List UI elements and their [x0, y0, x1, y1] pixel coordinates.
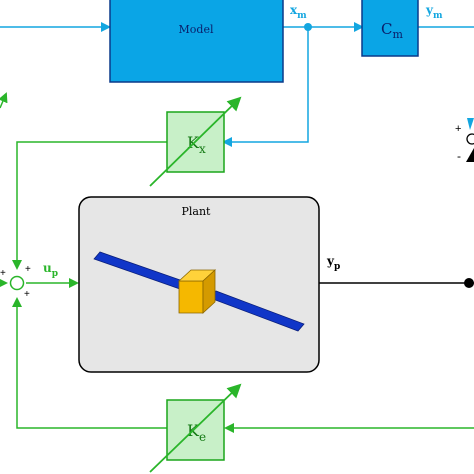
- sum-sign-top: +: [25, 264, 31, 275]
- ke-adaptive-arrow: [149, 383, 242, 473]
- cm-label-subscript: m: [392, 28, 403, 41]
- model-block: Model: [109, 0, 284, 83]
- svg-text:up: up: [43, 261, 58, 279]
- summing-junction: + + +: [0, 264, 31, 300]
- kx-output-line: [12, 141, 167, 270]
- yp-label: y: [326, 254, 335, 268]
- svg-text:Cm: Cm: [381, 20, 403, 41]
- svg-text:yp: yp: [326, 254, 340, 272]
- up-label-subscript: p: [52, 269, 58, 279]
- ym-label-subscript: m: [433, 11, 443, 21]
- xm-label: x: [290, 3, 298, 17]
- ke-label-subscript: e: [199, 430, 206, 444]
- xm-feedback-line: [222, 27, 309, 147]
- ke-output-line: [12, 297, 167, 429]
- yp-branch-node: [464, 278, 474, 288]
- right-sum-sign-plus: +: [455, 123, 461, 135]
- model-label: Model: [179, 23, 214, 36]
- plant-label: Plant: [182, 205, 212, 218]
- partial-green-arrow: [0, 92, 8, 109]
- cm-label: C: [381, 20, 392, 38]
- plant-block: Plant: [78, 196, 320, 373]
- xm-label-subscript: m: [297, 11, 307, 21]
- up-label: u: [43, 261, 52, 275]
- right-junction-arrow-top: [467, 118, 474, 130]
- ke-block: Ke: [149, 383, 242, 473]
- satellite-body-side: [202, 269, 216, 314]
- svg-text:xm: xm: [290, 3, 307, 21]
- kx-block: Kx: [149, 96, 242, 187]
- sum-sign-bottom: +: [24, 289, 30, 300]
- yp-label-subscript: p: [334, 262, 340, 272]
- kx-adaptive-arrow: [149, 96, 242, 187]
- right-sum-sign-minus: -: [457, 149, 461, 163]
- right-junction-arrow-bottom: [466, 148, 474, 162]
- sum-sign-left: +: [0, 268, 6, 279]
- kx-label-subscript: x: [199, 142, 206, 156]
- satellite-image: [93, 251, 305, 332]
- model-signal-lines: [0, 22, 474, 147]
- cm-block: Cm: [361, 0, 419, 57]
- ym-label: y: [425, 3, 434, 17]
- satellite-body-front: [178, 280, 204, 314]
- right-junction-circle: [466, 133, 474, 145]
- plant-signal-lines: [0, 92, 474, 433]
- svg-text:ym: ym: [425, 3, 443, 21]
- right-summing-junction: + -: [455, 118, 474, 163]
